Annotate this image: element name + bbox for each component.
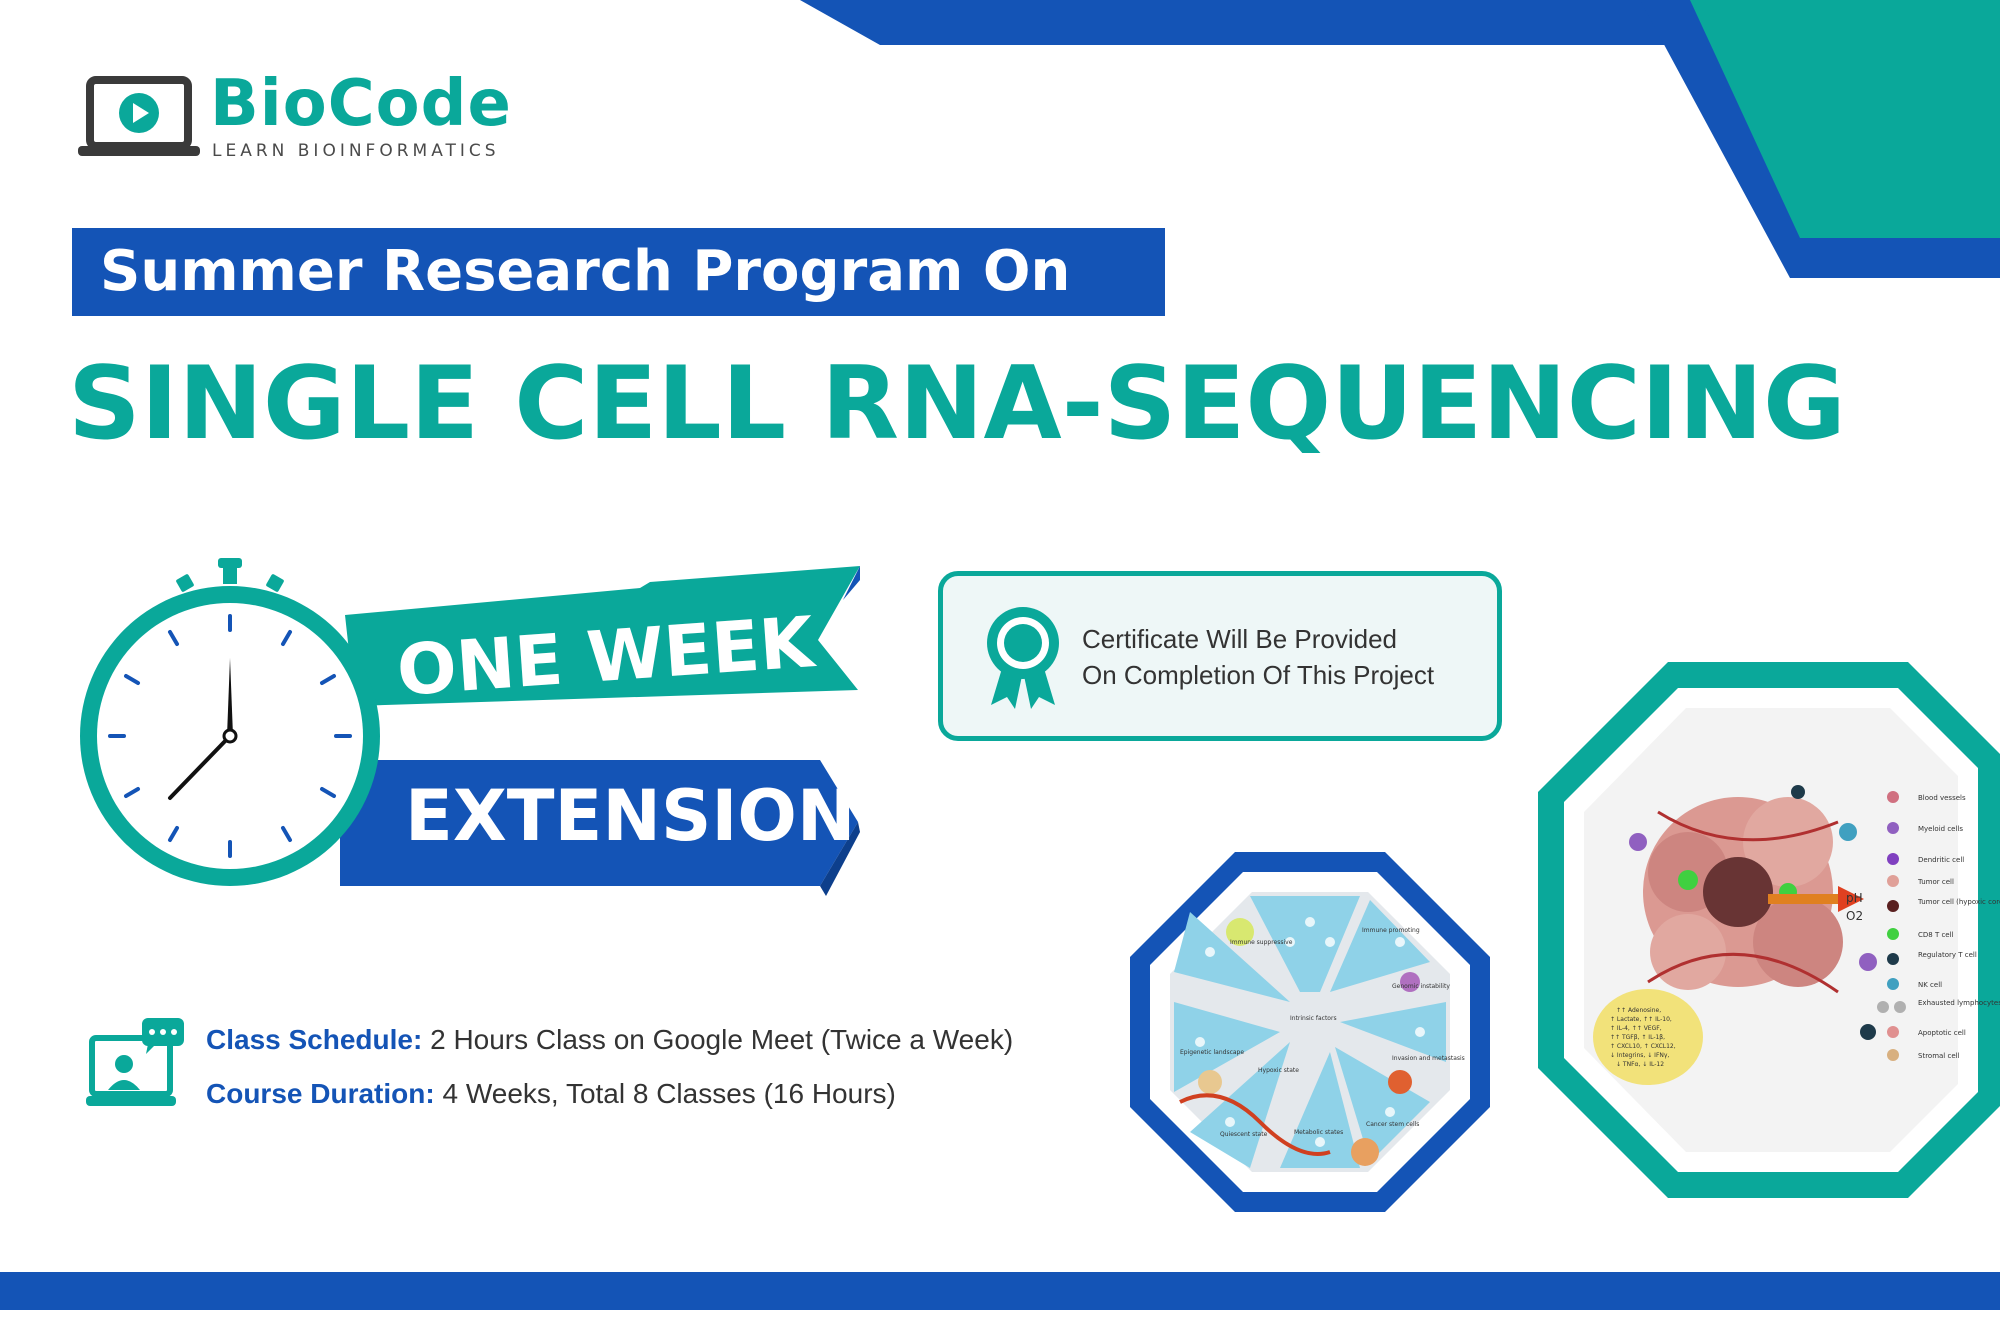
cytokine-note: ↑↑ TGFβ, ↑ IL-1β, xyxy=(1610,1034,1665,1041)
niche-label: Immune suppressive xyxy=(1230,939,1293,946)
online-class-icon xyxy=(86,1018,184,1106)
legend-label: Regulatory T cell xyxy=(1918,951,1977,959)
tumor-niche-labels: Immune suppressive Immune promoting Geno… xyxy=(1180,927,1465,1138)
brand-tagline: LEARN BIOINFORMATICS xyxy=(212,141,500,161)
duration-value: 4 Weeks, Total 8 Classes (16 Hours) xyxy=(442,1078,896,1109)
legend-label: Tumor cell xyxy=(1917,878,1954,886)
ribbon-line2: EXTENSION xyxy=(405,775,856,857)
headline-subtitle: Summer Research Program On xyxy=(100,239,1071,304)
niche-label: Epigenetic landscape xyxy=(1180,1049,1244,1056)
award-badge-icon xyxy=(987,607,1059,709)
niche-label: Metabolic states xyxy=(1294,1129,1343,1136)
niche-label: Intrinsic factors xyxy=(1290,1015,1337,1022)
legend-label: CD8 T cell xyxy=(1918,931,1954,939)
headline-title: SINGLE CELL RNA-SEQUENCING xyxy=(68,344,1846,462)
cytokine-note: ↑ IL-4, ↑↑ VEGF, xyxy=(1610,1025,1662,1032)
gradient-label-o2: O2 xyxy=(1846,909,1863,923)
cytokine-note: ↓ TNFα, ↓ IL-12 xyxy=(1616,1061,1664,1068)
cytokine-note: ↓ Integrins, ↓ IFNγ, xyxy=(1610,1052,1669,1059)
duration-label: Course Duration: xyxy=(206,1078,435,1109)
certificate-line1: Certificate Will Be Provided xyxy=(1082,624,1397,654)
legend-label: Blood vessels xyxy=(1918,794,1966,802)
niche-label: Cancer stem cells xyxy=(1366,1121,1419,1128)
stopwatch-icon xyxy=(80,558,380,886)
niche-label: Quiescent state xyxy=(1220,1131,1268,1138)
certificate-box xyxy=(938,571,1502,741)
niche-label: Hypoxic state xyxy=(1258,1067,1299,1074)
cytokine-note: ↑↑ Adenosine, xyxy=(1616,1007,1661,1014)
cytokine-note: ↑ CXCL10, ↑ CXCL12, xyxy=(1610,1043,1676,1050)
subtitle-banner xyxy=(72,228,1165,316)
laptop-play-icon xyxy=(78,76,200,156)
schedule-label: Class Schedule: xyxy=(206,1024,423,1055)
legend-label: Stromal cell xyxy=(1918,1052,1960,1060)
niche-label: Immune promoting xyxy=(1362,927,1420,934)
niche-label: Genomic instability xyxy=(1392,983,1450,990)
certificate-line2: On Completion Of This Project xyxy=(1082,660,1435,690)
gradient-label-ph: pH xyxy=(1846,891,1863,905)
course-duration: Course Duration: 4 Weeks, Total 8 Classe… xyxy=(206,1078,896,1110)
schedule-value: 2 Hours Class on Google Meet (Twice a We… xyxy=(430,1024,1014,1055)
legend-label: NK cell xyxy=(1918,981,1942,989)
legend-label: Dendritic cell xyxy=(1918,856,1964,864)
brand-name: BioCode xyxy=(210,67,512,141)
legend-label: Tumor cell (hypoxic core) xyxy=(1917,898,2000,906)
tumor-microenvironment-illustration: pH O2 ↑↑ Adenosine, ↑ Lactate, ↑↑ IL-10,… xyxy=(1538,662,2000,1198)
niche-label: Invasion and metastasis xyxy=(1392,1055,1465,1062)
legend-label: Apoptotic cell xyxy=(1918,1029,1966,1037)
legend-label: Myeloid cells xyxy=(1918,825,1963,833)
tumor-niche-illustration xyxy=(1130,852,1490,1212)
legend-label: Exhausted lymphocytes xyxy=(1918,999,2000,1007)
cytokine-note: ↑ Lactate, ↑↑ IL-10, xyxy=(1610,1016,1672,1023)
class-schedule: Class Schedule: 2 Hours Class on Google … xyxy=(206,1024,1013,1056)
